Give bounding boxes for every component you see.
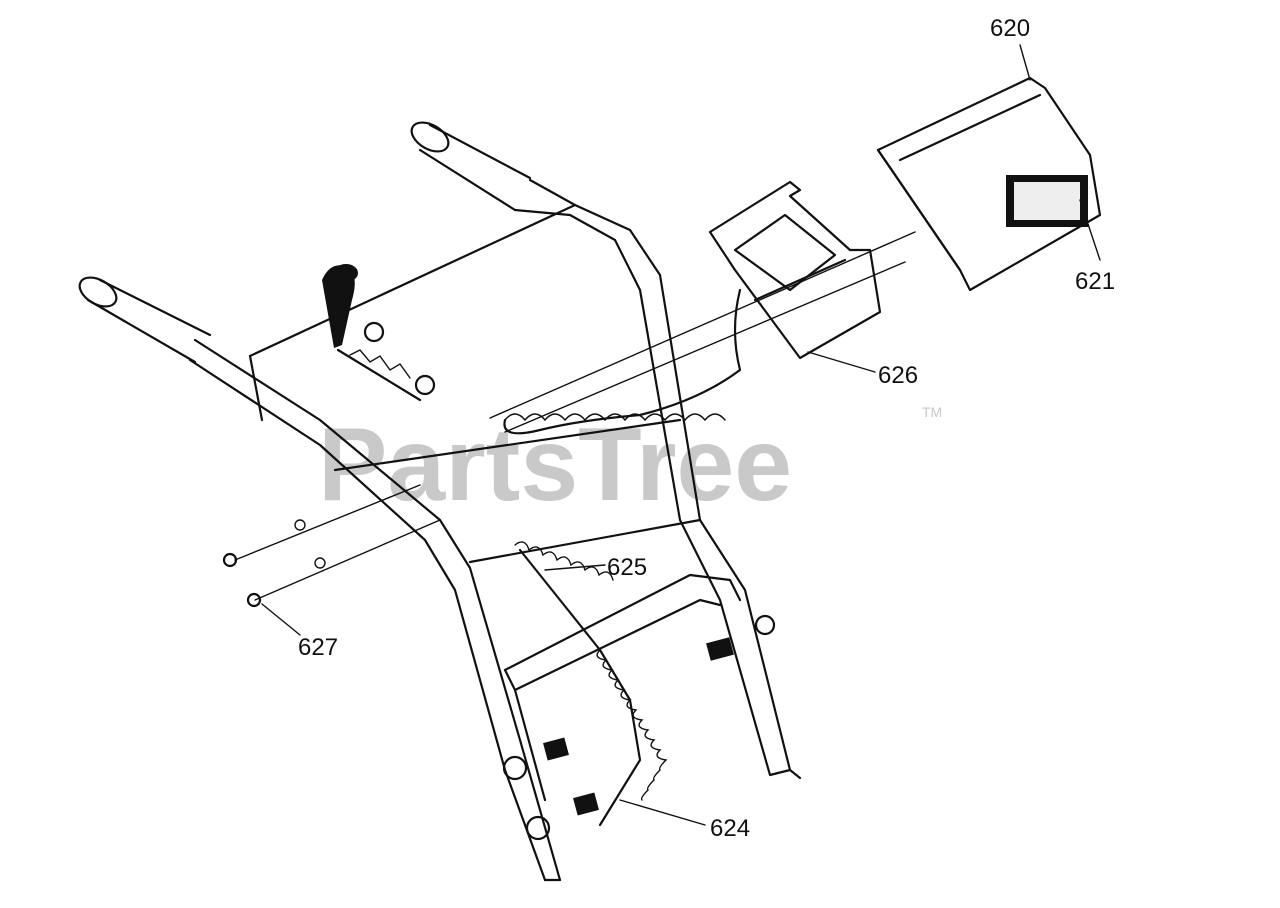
callout-625: 625: [607, 554, 647, 581]
watermark: PartsTree TM: [318, 404, 942, 523]
panel-nuts: [363, 321, 436, 396]
spring-cable: [514, 541, 668, 827]
bolt-627-a: [222, 519, 306, 568]
dash-panel: [248, 203, 702, 564]
lower-crossbar: [503, 573, 742, 802]
watermark-trademark: TM: [922, 404, 942, 420]
watermark-brand: PartsTree: [318, 407, 792, 523]
headlight-bracket: [708, 180, 882, 360]
callout-624: 624: [710, 815, 750, 842]
callout-626: 626: [878, 362, 918, 389]
callout-621: 621: [1075, 268, 1115, 295]
callout-620: 620: [990, 15, 1030, 42]
callout-labels: 620 621 626 625 627 624: [298, 15, 1115, 842]
assembly-axis-lines: [234, 231, 916, 601]
bolt-627-b: [246, 557, 326, 608]
right-handlebar: [410, 121, 802, 780]
frame-bolts: [502, 614, 776, 841]
wire-harness: [503, 288, 742, 435]
left-handlebar: [78, 276, 562, 882]
shift-lever-knob: [322, 264, 422, 402]
headlight: [876, 76, 1102, 292]
callout-leaders: [261, 44, 1101, 826]
callout-627: 627: [298, 634, 338, 661]
